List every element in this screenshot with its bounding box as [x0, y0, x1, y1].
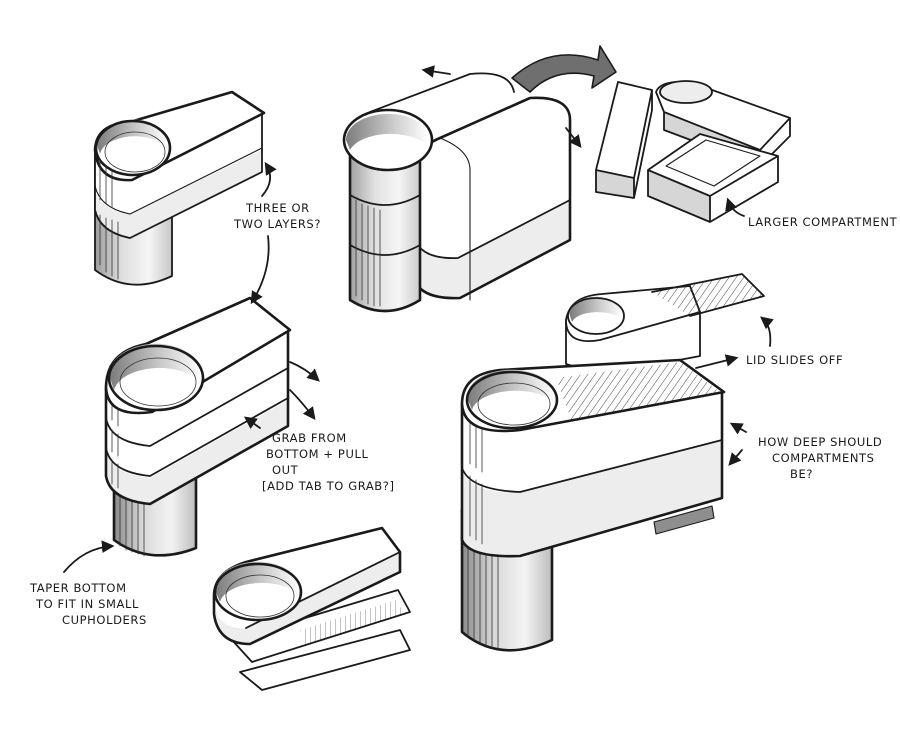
sketch-stacked-rounded-holder — [342, 65, 582, 313]
note-deep-line2: COMPARTMENTS — [772, 451, 875, 465]
note-grab-line2: BOTTOM + PULL — [266, 447, 368, 461]
annotation-depth: HOW DEEP SHOULD COMPARTMENTS BE? — [758, 435, 882, 481]
sketch-exploded-compartments — [595, 80, 791, 223]
note-deep-line3: BE? — [790, 467, 813, 481]
note-lid-slides: LID SLIDES OFF — [746, 353, 843, 367]
sketch-fanned-layers — [212, 526, 411, 691]
note-taper-line2: TO FIT IN SMALL — [35, 597, 139, 611]
sketch-large-holder — [460, 354, 747, 652]
sketch-sliding-lid — [565, 273, 774, 370]
annotation-taper: TAPER BOTTOM TO FIT IN SMALL CUPHOLDERS — [29, 581, 147, 627]
note-grab-line1: GRAB FROM — [272, 431, 347, 445]
annotation-leaders — [63, 161, 745, 573]
note-taper-line3: CUPHOLDERS — [62, 613, 147, 627]
sketch-two-layer-holder — [93, 90, 266, 286]
note-layers-line2: TWO LAYERS? — [233, 217, 321, 231]
annotation-layers: THREE OR TWO LAYERS? — [233, 201, 321, 231]
annotation-grab: GRAB FROM BOTTOM + PULL OUT [ADD TAB TO … — [262, 431, 395, 493]
note-taper-line1: TAPER BOTTOM — [29, 581, 127, 595]
note-layers-line1: THREE OR — [245, 201, 310, 215]
note-grab-line3: OUT — [272, 463, 299, 477]
curved-transition-arrow — [511, 45, 617, 93]
note-larger-compartment: LARGER COMPARTMENT — [748, 215, 898, 229]
note-grab-line4: [ADD TAB TO GRAB?] — [262, 479, 395, 493]
note-deep-line1: HOW DEEP SHOULD — [758, 435, 882, 449]
sketch-three-layer-holder — [104, 296, 320, 557]
